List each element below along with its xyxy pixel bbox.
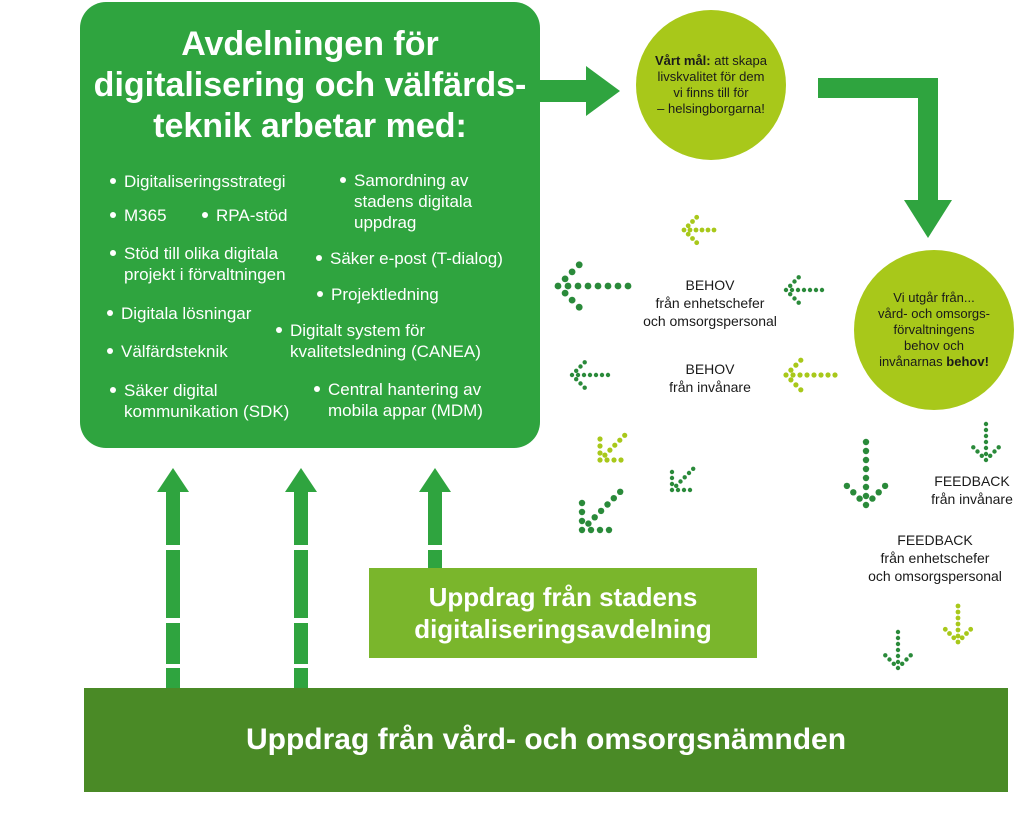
item-sakere-post: Säker e-post (T-dialog) (314, 248, 503, 269)
label-behov-staff: BEHOV från enhetschefer och omsorgsperso… (643, 277, 777, 329)
board-assignment-box: Uppdrag från vård- och omsorgsnämnden (84, 688, 1008, 792)
item-rpa: RPA-stöd (200, 205, 288, 226)
dotted-arrow-down-3 (942, 603, 974, 645)
up-arrow-2 (285, 468, 317, 688)
item-projektstod: Stöd till olika digitala projekt i förva… (108, 243, 286, 285)
dotted-arrow-left-5 (783, 357, 838, 393)
dotted-arrow-down-2 (971, 421, 1001, 463)
dotted-arrows (554, 214, 1001, 671)
city-assignment-box: Uppdrag från stadens digitaliseringsavde… (369, 568, 757, 658)
item-projektledning: Projektledning (315, 284, 439, 305)
arrow-to-goal (540, 66, 620, 116)
item-m365: M365 (108, 205, 167, 226)
dotted-arrow-left-4 (569, 360, 611, 390)
base-bold: behov! (946, 354, 989, 369)
base-text: Vi utgår från... vård- och omsorgs- förv… (878, 290, 990, 369)
arrow-goal-to-base (818, 78, 952, 238)
item-digitaliseringsstrategi: Digitaliseringsstrategi (108, 171, 286, 192)
item-digitala-losningar: Digitala lösningar (105, 303, 251, 324)
item-samordning: Samordning av stadens digitala uppdrag (338, 170, 472, 233)
goal-bold: Vårt mål: (654, 53, 711, 68)
label-feedback-staff: FEEDBACK från enhetschefer och omsorgspe… (868, 532, 1002, 584)
dotted-arrow-diag-2 (669, 466, 696, 493)
up-arrow-1 (157, 468, 189, 688)
main-box (80, 2, 540, 448)
dotted-arrow-diag-1 (597, 432, 628, 463)
label-feedback-residents: FEEDBACK från invånare (931, 473, 1013, 507)
dotted-arrow-left-1 (681, 214, 717, 246)
item-valfardsteknik: Välfärdsteknik (105, 341, 228, 362)
goal-text: att skapa livskvalitet för dem vi finns … (657, 53, 767, 116)
dotted-arrow-left-3 (783, 275, 825, 305)
main-title: Avdelningen för digitalisering och välfä… (93, 25, 527, 145)
dotted-arrow-down-4 (883, 629, 913, 671)
goal-circle: Vårt mål: att skapa livskvalitet för dem… (636, 10, 786, 160)
base-circle: Vi utgår från... vård- och omsorgs- förv… (854, 250, 1014, 410)
up-arrow-3 (419, 468, 451, 568)
item-sdk: Säker digital kommunikation (SDK) (108, 380, 289, 422)
dotted-arrow-down-1 (843, 438, 889, 509)
dotted-arrow-diag-3 (578, 488, 624, 534)
dotted-arrow-left-2 (554, 261, 632, 311)
item-mdm: Central hantering av mobila appar (MDM) (312, 379, 483, 421)
label-behov-residents: BEHOV från invånare (669, 361, 751, 395)
item-canea: Digitalt system för kvalitetsledning (CA… (274, 320, 481, 362)
